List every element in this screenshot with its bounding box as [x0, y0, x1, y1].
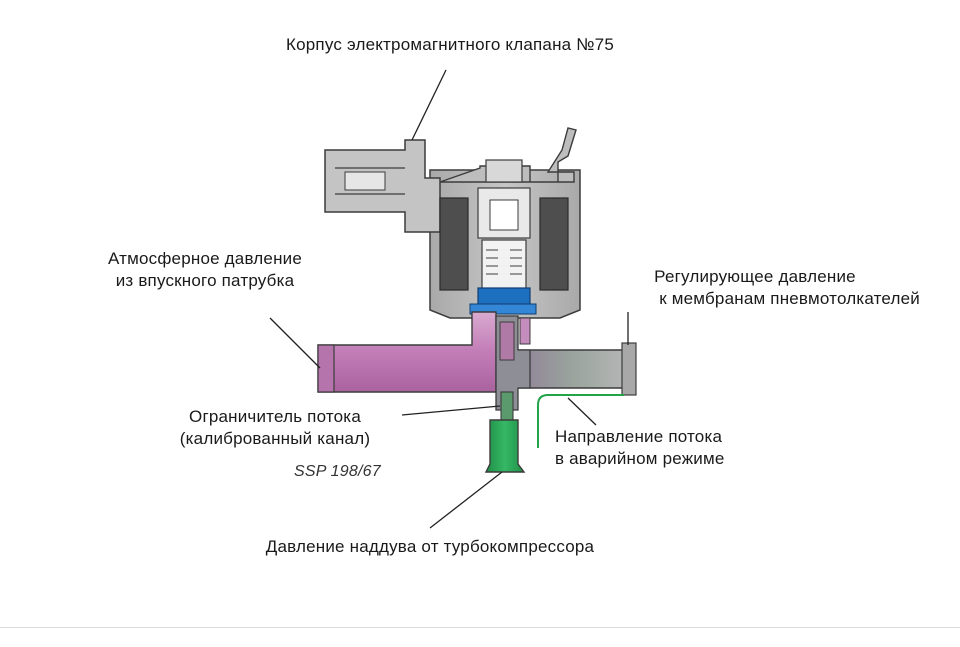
- diagram-code-text: SSP 198/67: [294, 463, 381, 480]
- label-atmospheric-line1: Атмосферное давление: [107, 249, 303, 268]
- label-housing-text: Корпус электромагнитного клапана №75: [286, 35, 614, 54]
- label-emergency-line2: в аварийном режиме: [555, 449, 725, 468]
- label-restrictor-line1: Ограничитель потока: [189, 407, 361, 426]
- leader-housing: [411, 69, 447, 141]
- boost-tube: [484, 419, 526, 473]
- atmospheric-tube: [317, 311, 497, 393]
- label-restrictor: Ограничитель потока (калиброванный канал…: [150, 406, 400, 450]
- emergency-flow-arrow: [537, 394, 624, 448]
- label-boost: Давление наддува от турбокомпрессора: [190, 536, 670, 558]
- label-restrictor-line2: (калиброванный канал): [179, 429, 371, 448]
- coil-right: [539, 197, 569, 291]
- leader-restrictor: [401, 405, 501, 416]
- electrical-connector: [324, 139, 441, 233]
- label-atmospheric-line2: из впускного патрубка: [115, 271, 295, 290]
- label-emergency-line1: Направление потока: [555, 427, 723, 446]
- bottom-divider: [0, 627, 960, 628]
- coil-left: [439, 197, 469, 291]
- label-regulating-line1: Регулирующее давление: [654, 267, 856, 286]
- leader-boost: [429, 471, 503, 529]
- leader-atmospheric: [269, 317, 321, 369]
- label-emergency: Направление потока в аварийном режиме: [555, 426, 795, 470]
- valve-seat: [477, 287, 531, 307]
- label-regulating-line2: к мембранам пневмотолкателей: [659, 289, 920, 308]
- label-boost-text: Давление наддува от турбокомпрессора: [265, 537, 595, 556]
- diagram-code: SSP 198/67: [294, 461, 381, 483]
- leader-emergency: [567, 397, 597, 426]
- label-housing: Корпус электромагнитного клапана №75: [220, 34, 680, 56]
- label-atmospheric: Атмосферное давление из впускного патруб…: [80, 248, 330, 292]
- label-regulating: Регулирующее давление к мембранам пневмо…: [590, 266, 920, 310]
